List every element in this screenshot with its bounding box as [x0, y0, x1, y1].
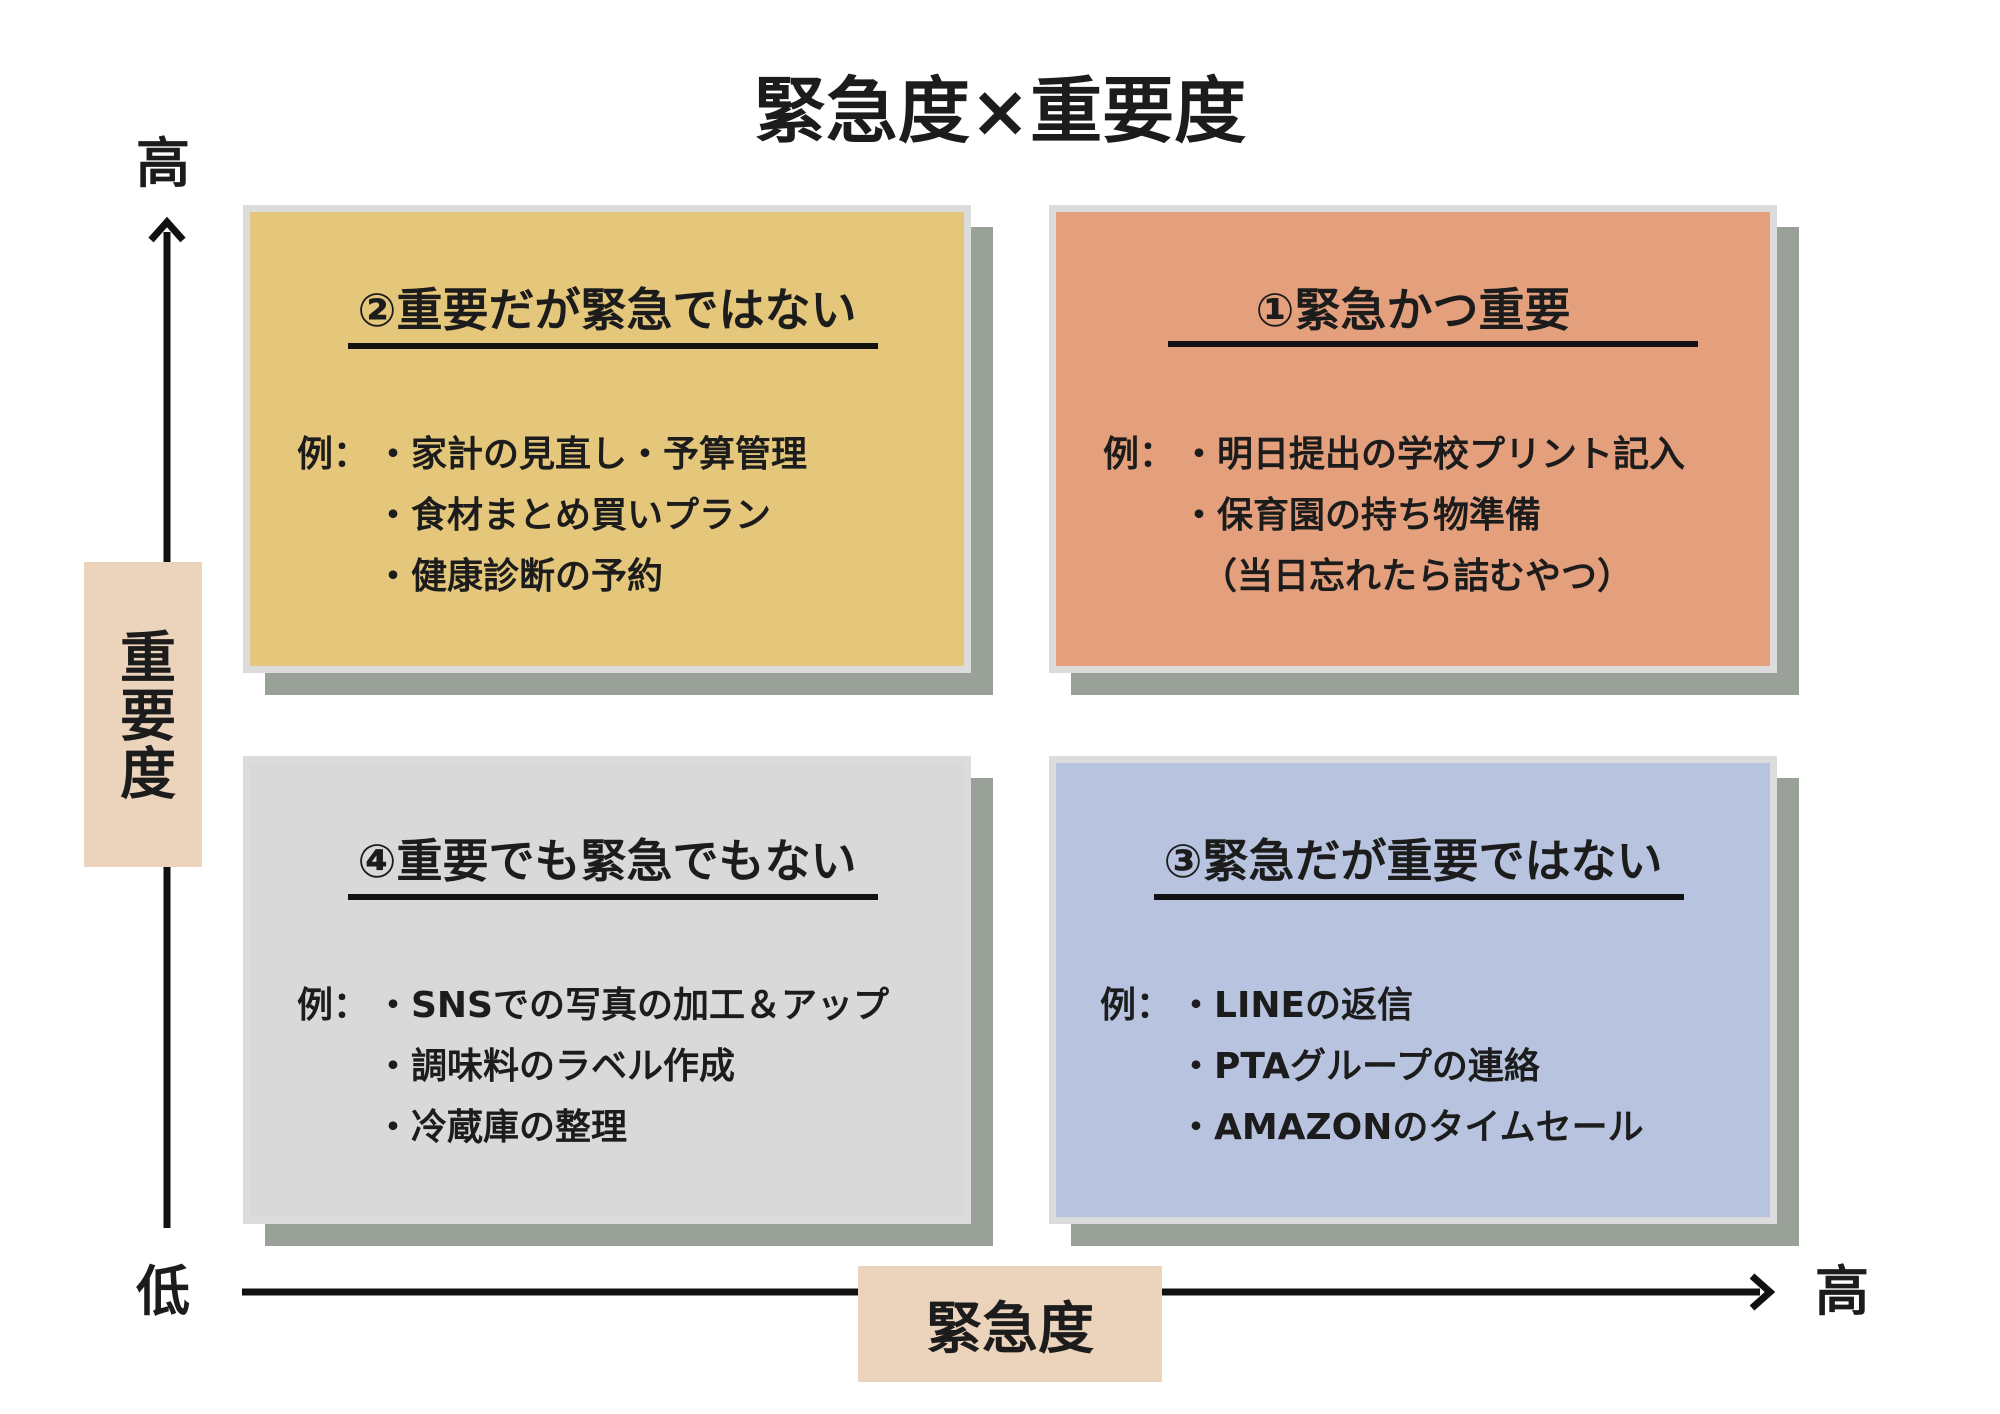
list-item: ・家計の見直し・予算管理	[375, 434, 808, 475]
quadrant-heading: ③緊急だが重要ではない	[1163, 834, 1663, 888]
diagram-title: 緊急度×重要度	[753, 69, 1247, 153]
x-axis-label-box: 緊急度	[858, 1266, 1162, 1382]
y-axis-high-label: 高	[136, 132, 190, 195]
examples-prefix: 例：	[297, 434, 370, 475]
list-item: ・PTAグループの連絡	[1178, 1046, 1540, 1087]
quadrant-heading: ①緊急かつ重要	[1255, 283, 1571, 337]
examples-prefix: 例：	[297, 985, 370, 1026]
list-item: （当日忘れたら詰むやつ）	[1201, 556, 1634, 597]
quadrant-heading: ②重要だが緊急ではない	[357, 283, 857, 337]
list-item: ・冷蔵庫の整理	[375, 1107, 628, 1148]
list-item: ・SNSでの写真の加工＆アップ	[375, 985, 889, 1026]
quadrant-heading: ④重要でも緊急でもない	[357, 834, 857, 888]
y-axis-low-label: 低	[136, 1260, 190, 1323]
heading-underline	[1168, 341, 1698, 347]
y-axis-arrowhead	[148, 216, 186, 243]
heading-underline	[1154, 894, 1684, 900]
list-item: ・健康診断の予約	[375, 556, 664, 597]
list-item: ・調味料のラベル作成	[375, 1046, 736, 1087]
list-item: ・保育園の持ち物準備	[1181, 495, 1542, 536]
y-axis-label: 重要度	[110, 627, 176, 802]
examples-prefix: 例：	[1103, 434, 1176, 475]
quadrant-important-not-urgent: ②重要だが緊急ではない 例： ・家計の見直し・予算管理 ・食材まとめ買いプラン …	[243, 205, 971, 673]
examples-prefix: 例：	[1100, 985, 1173, 1026]
list-item: ・明日提出の学校プリント記入	[1181, 434, 1686, 475]
quadrant-not-important-not-urgent: ④重要でも緊急でもない 例： ・SNSでの写真の加工＆アップ ・調味料のラベル作…	[243, 756, 971, 1224]
list-item: ・AMAZONのタイムセール	[1178, 1107, 1644, 1148]
list-item: ・食材まとめ買いプラン	[375, 495, 772, 536]
x-axis-arrowhead	[1749, 1273, 1776, 1311]
quadrant-urgent-and-important: ①緊急かつ重要 例： ・明日提出の学校プリント記入 ・保育園の持ち物準備 （当日…	[1049, 205, 1777, 673]
x-axis-high-label: 高	[1815, 1260, 1869, 1323]
y-axis-label-box: 重要度	[84, 562, 202, 867]
heading-underline	[348, 894, 878, 900]
heading-underline	[348, 343, 878, 349]
list-item: ・LINEの返信	[1178, 985, 1414, 1026]
quadrant-urgent-not-important: ③緊急だが重要ではない 例： ・LINEの返信 ・PTAグループの連絡 ・AMA…	[1049, 756, 1777, 1224]
